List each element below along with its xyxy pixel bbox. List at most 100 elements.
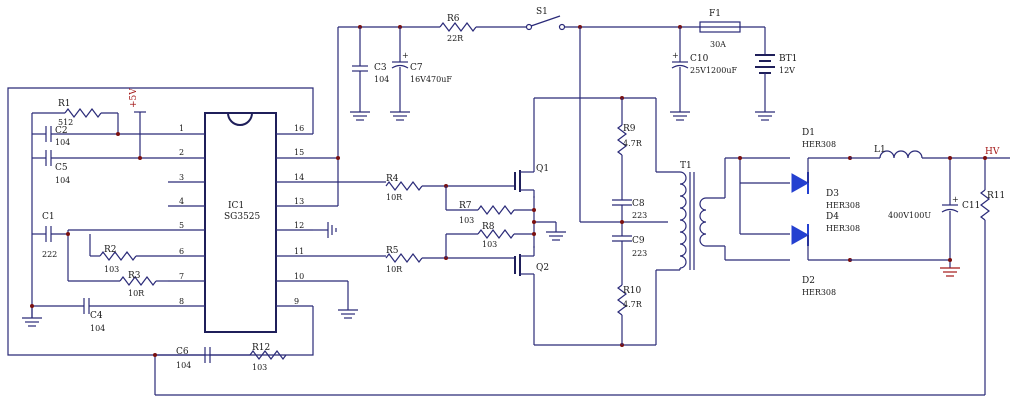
r12-ref: R12: [252, 343, 270, 353]
c11-val: 400V100U: [888, 211, 931, 220]
ic1-left-pins: 1 2 3 4 5 6 7 8: [168, 124, 205, 307]
pin-6: 6: [179, 247, 184, 256]
pin-2: 2: [179, 148, 184, 157]
d1-ref: D1: [802, 128, 815, 138]
l1-ref: L1: [874, 145, 886, 155]
r6-ref: R6: [447, 14, 460, 24]
r1-val: 512: [58, 118, 73, 127]
pin-8: 8: [179, 297, 184, 306]
d1-val: HER308: [802, 140, 836, 149]
c1-val: 222: [42, 250, 57, 259]
r9-val: 4.7R: [623, 139, 643, 148]
svg-text:+: +: [952, 195, 959, 204]
ic1-part: SG3525: [224, 212, 261, 222]
c10-ref: C10: [690, 54, 709, 64]
c8-ref: C8: [632, 199, 645, 209]
c3-ref: C3: [374, 63, 387, 73]
ic1-right-pins: 16 15 14 13 12 11 10 9: [276, 124, 313, 307]
d3-ref: D3: [826, 189, 839, 199]
d4-val: HER308: [826, 224, 860, 233]
d1-symbol: [791, 173, 810, 193]
primary-network: R9 4.7R C8 223 C9 223 R10 4.7R: [534, 96, 680, 347]
pin-9: 9: [294, 297, 299, 306]
c4-ref: C4: [90, 311, 103, 321]
c3-val: 104: [374, 75, 389, 84]
ic1-sg3525: IC1 SG3525: [204, 112, 277, 333]
c6-ref: C6: [176, 347, 189, 357]
rectifier: D1 HER308 D3 HER308 D4 HER308 D2 HER308: [724, 128, 860, 297]
r1-ref: R1: [58, 99, 71, 109]
mosfet-q2: Q2: [514, 246, 549, 345]
r4-val: 10R: [386, 193, 403, 202]
pin-15: 15: [294, 148, 304, 157]
r9-ref: R9: [623, 124, 636, 134]
left-network: R1 512 +5V C2 104 C5 104 C1 222: [7, 87, 314, 356]
r10-val: 4.7R: [623, 300, 643, 309]
pin-1: 1: [179, 124, 184, 133]
c1-ref: C1: [42, 212, 55, 222]
c5-val: 104: [55, 176, 70, 185]
t1-ref: T1: [680, 161, 692, 171]
r7-val: 103: [459, 216, 474, 225]
c9-ref: C9: [632, 236, 645, 246]
pin-5: 5: [179, 221, 184, 230]
c8-val: 223: [632, 211, 647, 220]
mosfet-q1: Q1: [514, 98, 549, 198]
r8-val: 103: [482, 240, 497, 249]
r6-val: 22R: [447, 34, 464, 43]
pin-13: 13: [294, 197, 304, 206]
r2-val: 103: [104, 265, 119, 274]
f1-val: 30A: [710, 40, 726, 49]
c5-ref: C5: [55, 163, 68, 173]
supply-rail: +5V: [129, 88, 139, 108]
r11-ref: R11: [987, 191, 1005, 201]
svg-text:+: +: [402, 51, 409, 60]
r4-ref: R4: [386, 174, 399, 184]
pin-14: 14: [294, 173, 304, 182]
r8-ref: R8: [482, 222, 495, 232]
pin-16: 16: [294, 124, 304, 133]
c6-val: 104: [176, 361, 191, 370]
r5-val: 10R: [386, 265, 403, 274]
c11-ref: C11: [962, 201, 980, 211]
d3-val: HER308: [826, 201, 860, 210]
pin-10: 10: [294, 272, 304, 281]
r12-val: 103: [252, 363, 267, 372]
c4-val: 104: [90, 324, 105, 333]
gate-drive: R4 10R R7 103 R5 10R R8 103: [313, 174, 566, 274]
bt1-val: 12V: [779, 66, 795, 75]
d2-ref: D2: [802, 276, 815, 286]
pin-3: 3: [179, 173, 184, 182]
q1-ref: Q1: [536, 164, 549, 174]
r3-val: 10R: [128, 289, 145, 298]
bt1-ref: BT1: [779, 54, 797, 64]
c9-val: 223: [632, 249, 647, 258]
d2-symbol: [791, 225, 810, 245]
pin-11: 11: [294, 247, 304, 256]
r10-ref: R10: [623, 286, 642, 296]
c10-val: 25V1200uF: [690, 66, 737, 75]
s1-ref: S1: [536, 7, 548, 17]
r2-ref: R2: [104, 245, 117, 255]
ic1-ref: IC1: [228, 201, 244, 211]
d4-ref: D4: [826, 212, 839, 222]
pin-12: 12: [294, 221, 304, 230]
c7-val: 16V470uF: [410, 75, 452, 84]
ic-grounds: [313, 222, 358, 319]
c2-ref: C2: [55, 126, 68, 136]
transformer-t1: T1: [679, 161, 725, 270]
r5-ref: R5: [386, 246, 399, 256]
pin-7: 7: [179, 272, 184, 281]
f1-ref: F1: [709, 9, 721, 19]
c2-val: 104: [55, 138, 70, 147]
feedback-network: C6 104 R12 103: [153, 343, 985, 396]
d2-val: HER308: [802, 288, 836, 297]
output-filter: L1 + C11 400V100U R11 HV: [850, 145, 1010, 395]
svg-text:+: +: [672, 51, 679, 60]
r3-ref: R3: [128, 271, 141, 281]
r7-ref: R7: [459, 201, 472, 211]
q2-ref: Q2: [536, 263, 549, 273]
pin-4: 4: [179, 197, 184, 206]
c7-ref: C7: [410, 63, 423, 73]
